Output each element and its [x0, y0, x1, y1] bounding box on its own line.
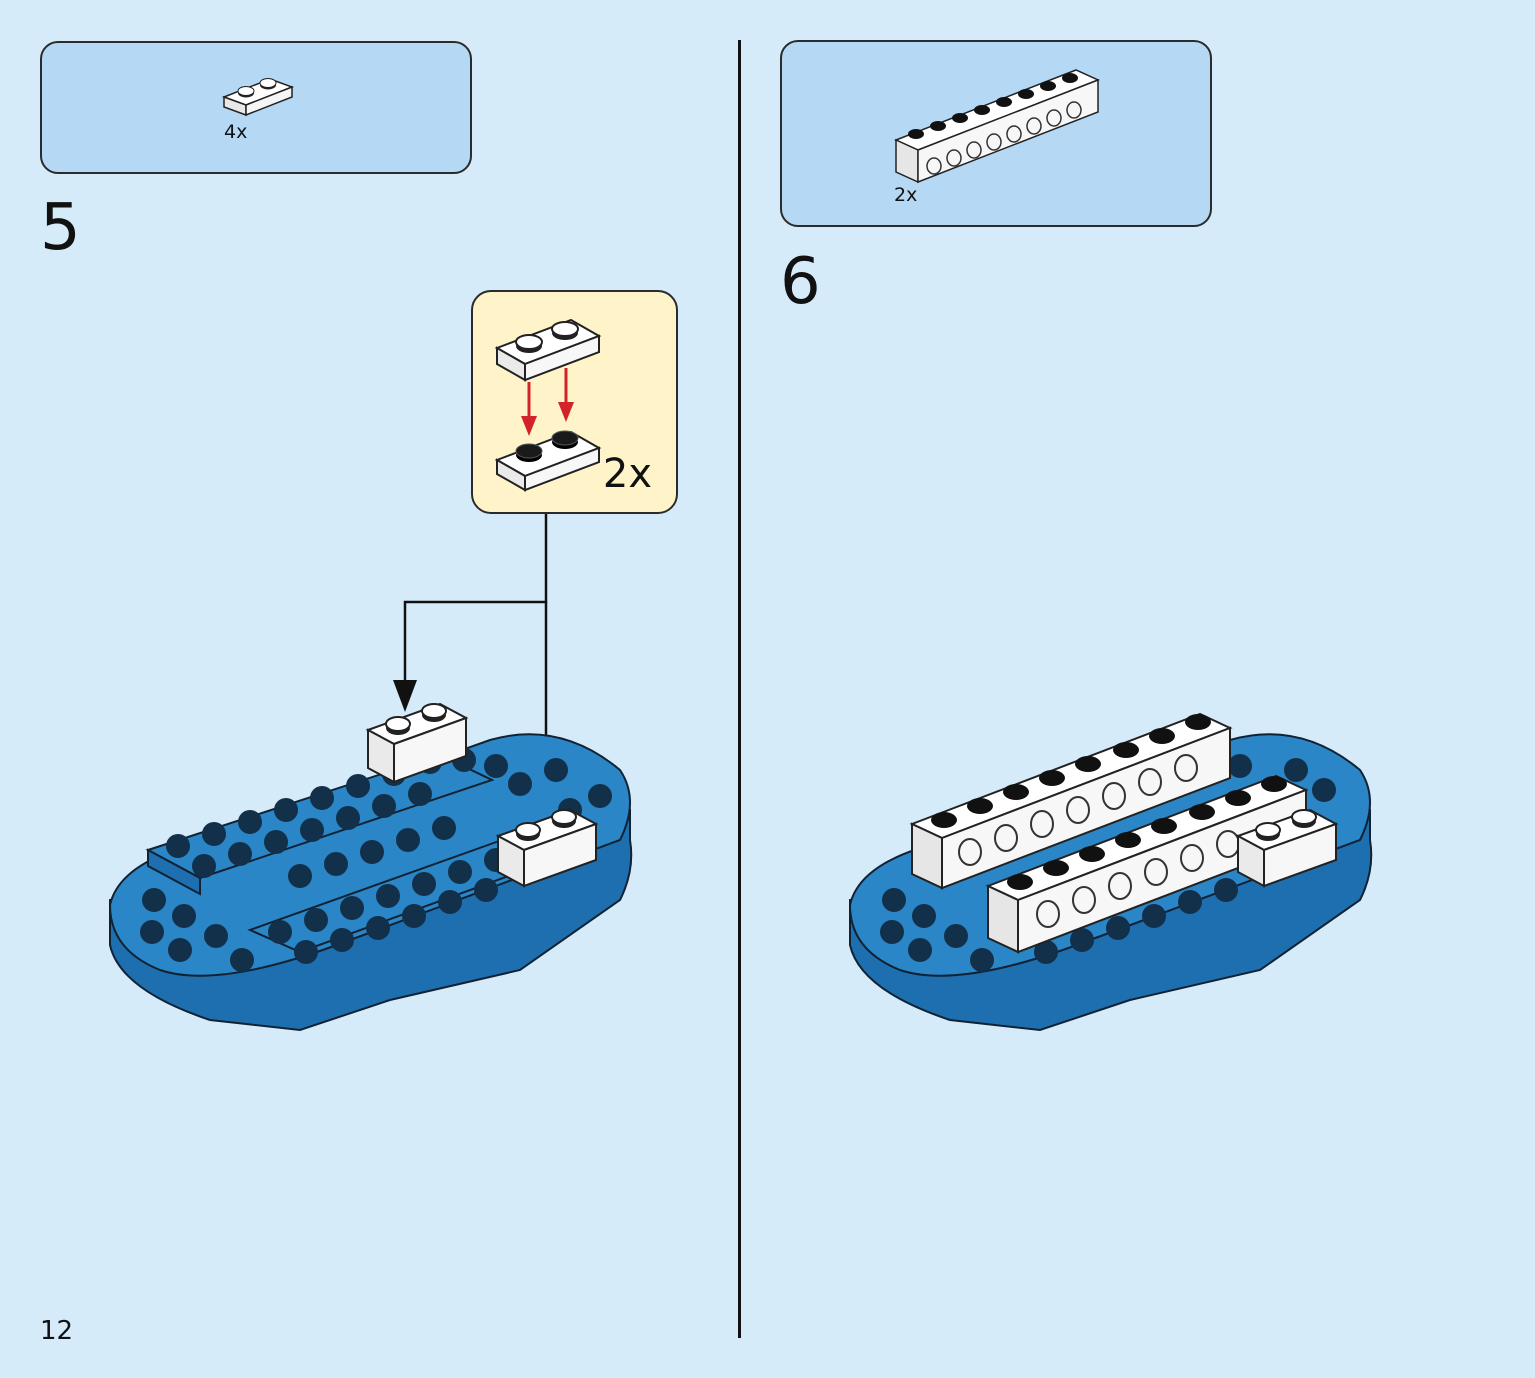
plate-1x2-white-icon	[1235, 808, 1339, 888]
part-quantity: 4x	[224, 121, 248, 143]
step-number: 6	[780, 245, 821, 319]
plate-1x2-white-icon	[495, 808, 599, 888]
step6-model-illustration	[848, 712, 1373, 1032]
technic-brick-1x8-white-icon	[909, 712, 1233, 890]
step6-parts-box: 2x	[780, 40, 1212, 227]
callout-quantity: 2x	[602, 451, 652, 497]
step5-model-illustration	[108, 702, 633, 1032]
callout-assembly-illustration	[494, 318, 602, 492]
technic-brick-1x8-white-icon	[894, 69, 1100, 184]
step-number: 5	[40, 191, 81, 265]
step5-parts-box: 4x	[40, 41, 472, 174]
plate-1x2-white-icon	[365, 702, 469, 784]
plate-1x2-white-black-studs-icon	[494, 430, 602, 492]
page-divider	[738, 40, 741, 1338]
sub-assembly-callout: 2x	[471, 290, 678, 514]
plate-1x2-white-icon	[221, 78, 295, 117]
red-arrow-icon	[521, 368, 574, 436]
page-number: 12	[40, 1316, 74, 1346]
part-quantity: 2x	[894, 184, 918, 206]
plate-1x2-white-icon	[494, 318, 602, 382]
technic-brick-1x8-white-icon	[985, 774, 1309, 954]
